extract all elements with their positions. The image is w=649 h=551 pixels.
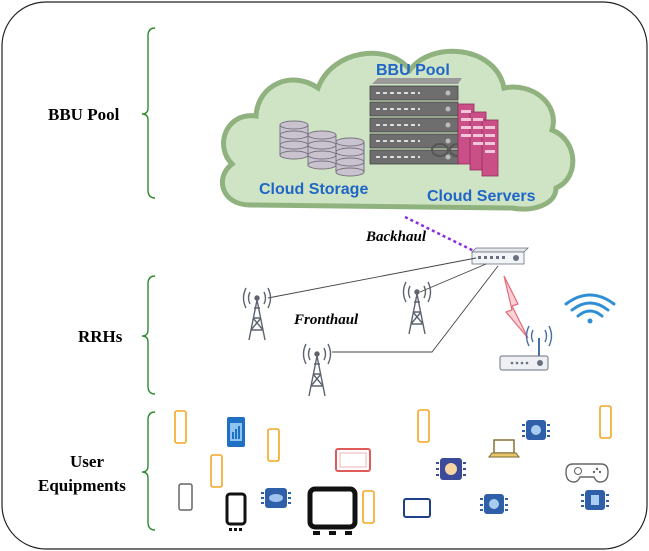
smartphone-yellow-icon bbox=[174, 405, 612, 524]
cloud-storage-label: Cloud Storage bbox=[259, 181, 368, 198]
network-switch-icon bbox=[471, 247, 529, 265]
black-smartphone-icon bbox=[225, 492, 247, 531]
rrh-tower-1-icon bbox=[242, 287, 272, 341]
wireless-link-icon bbox=[503, 275, 529, 339]
wifi-signal-icon bbox=[564, 293, 616, 324]
gray-smartphone-icon bbox=[178, 483, 193, 511]
user-equipments-label-line1: User bbox=[70, 452, 104, 471]
backhaul-label: Backhaul bbox=[365, 229, 427, 245]
fronthaul-label: Fronthaul bbox=[293, 312, 359, 328]
rrhs-section-label: RRHs bbox=[78, 327, 123, 346]
blue-smartphone-icon bbox=[227, 417, 245, 447]
user-equipments-label-line2: Equipments bbox=[38, 476, 126, 495]
server-rack-icon bbox=[369, 78, 467, 165]
rrh-tower-3-icon bbox=[302, 343, 332, 397]
rrh-tower-2-icon bbox=[402, 281, 432, 335]
game-controller-icon bbox=[565, 463, 609, 483]
user-equipments-bracket bbox=[141, 411, 156, 531]
rrhs-bracket bbox=[141, 275, 156, 395]
storage-cylinders-icon bbox=[279, 120, 365, 177]
wifi-router-icon bbox=[499, 325, 553, 371]
black-tablet-icon bbox=[307, 486, 358, 535]
navy-tablet-icon bbox=[403, 498, 431, 518]
fronthaul-links bbox=[267, 257, 499, 353]
cloud-bbu-pool-title: BBU Pool bbox=[376, 62, 450, 79]
bbu-pool-section-label: BBU Pool bbox=[48, 105, 120, 124]
bbu-pool-bracket bbox=[141, 27, 156, 199]
cloud-servers-label: Cloud Servers bbox=[427, 188, 536, 205]
cloud-servers-icon bbox=[457, 103, 499, 177]
laptop-icon bbox=[488, 439, 520, 458]
iot-chip-icon bbox=[261, 420, 609, 514]
backhaul-link bbox=[404, 215, 479, 255]
red-tablet-icon bbox=[335, 448, 371, 472]
